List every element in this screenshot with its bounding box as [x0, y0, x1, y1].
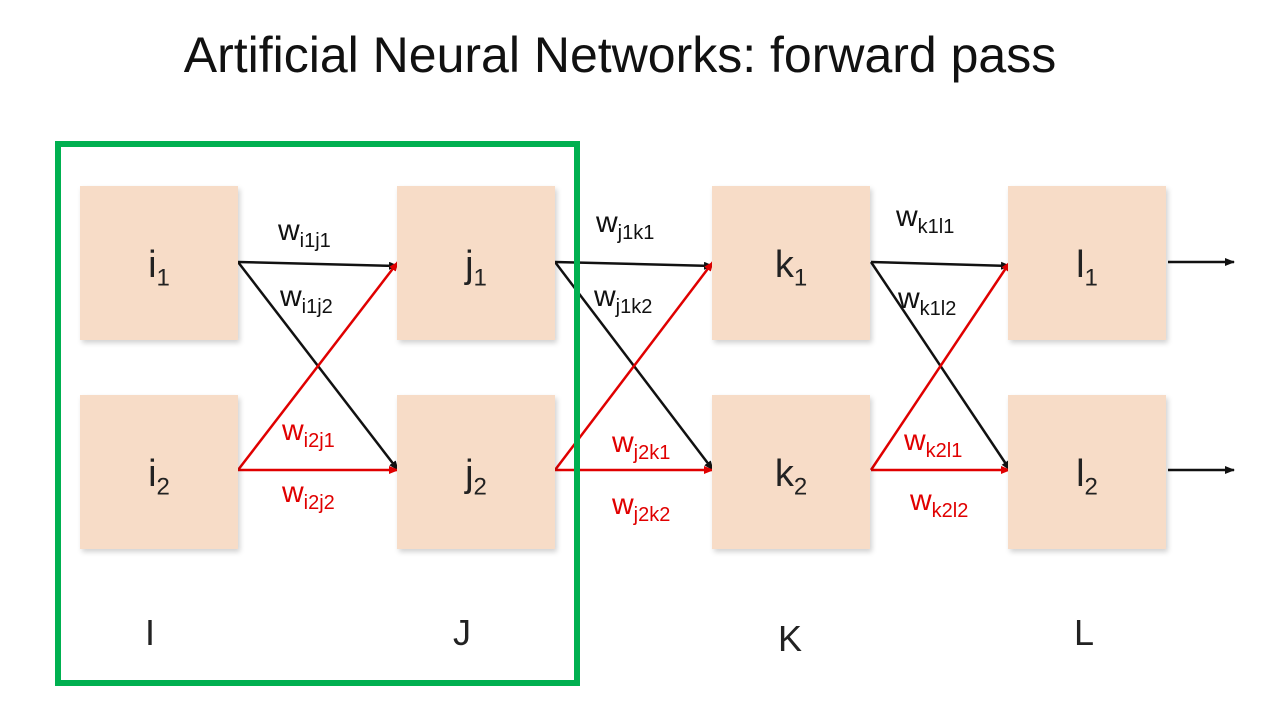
- weight-k1l1: wk1l1: [896, 200, 955, 238]
- weight-i1j2: wi1j2: [280, 280, 333, 318]
- weight-j1k1: wj1k1: [596, 206, 655, 244]
- node-l2-label: l: [1076, 453, 1085, 495]
- edge-i2-j1: [237, 261, 399, 471]
- node-j2: j2: [397, 395, 555, 549]
- node-k2: k2: [712, 395, 870, 549]
- node-j1: j1: [397, 186, 555, 340]
- weight-j1k2: wj1k2: [594, 280, 653, 318]
- node-k2-label: k: [774, 453, 794, 495]
- weight-k2l1: wk2l1: [904, 424, 963, 462]
- node-l2: l2: [1008, 395, 1166, 549]
- node-l1: l1: [1008, 186, 1166, 340]
- weight-j2k2: wj2k2: [612, 488, 671, 526]
- weight-j2k1: wj2k1: [612, 426, 671, 464]
- layer-label-l: L: [1073, 612, 1095, 653]
- node-j2-sub: 2: [473, 473, 487, 501]
- weight-i2j2: wi2j2: [282, 476, 335, 514]
- node-l1-sub: 1: [1084, 264, 1098, 292]
- edge-j2-k1: [554, 261, 714, 471]
- node-k1: k1: [712, 186, 870, 340]
- edge-k2-l1: [869, 261, 1012, 471]
- node-j2-label: j: [465, 453, 474, 495]
- node-k2-sub: 2: [793, 473, 808, 501]
- node-k1-label: k: [774, 244, 794, 286]
- slide-title: Artificial Neural Networks: forward pass: [183, 27, 1057, 83]
- edge-i1-j1: [237, 260, 399, 270]
- weight-k2l2: wk2l2: [910, 484, 969, 522]
- edge-j1-k1: [554, 260, 714, 270]
- layer-label-j: J: [453, 612, 471, 653]
- node-i1-label: i: [148, 244, 157, 286]
- node-i1: i1: [80, 186, 238, 340]
- layer-label-i: I: [144, 612, 155, 653]
- node-l1-label: l: [1076, 244, 1085, 286]
- weight-k1l2: wk1l2: [898, 282, 957, 320]
- node-i2: i2: [80, 395, 238, 549]
- node-j1-sub: 1: [473, 264, 487, 292]
- node-k1-sub: 1: [793, 264, 808, 292]
- node-j1-label: j: [465, 244, 474, 286]
- node-i1-sub: 1: [156, 264, 170, 292]
- weight-i1j1: wi1j1: [278, 214, 331, 252]
- weight-i2j1: wi2j1: [282, 414, 335, 452]
- node-l2-sub: 2: [1084, 473, 1098, 501]
- node-i2-sub: 2: [156, 473, 170, 501]
- highlight-box: [55, 141, 580, 686]
- node-i2-label: i: [148, 453, 157, 495]
- edge-k1-l1: [870, 260, 1011, 270]
- layer-label-k: K: [777, 618, 802, 659]
